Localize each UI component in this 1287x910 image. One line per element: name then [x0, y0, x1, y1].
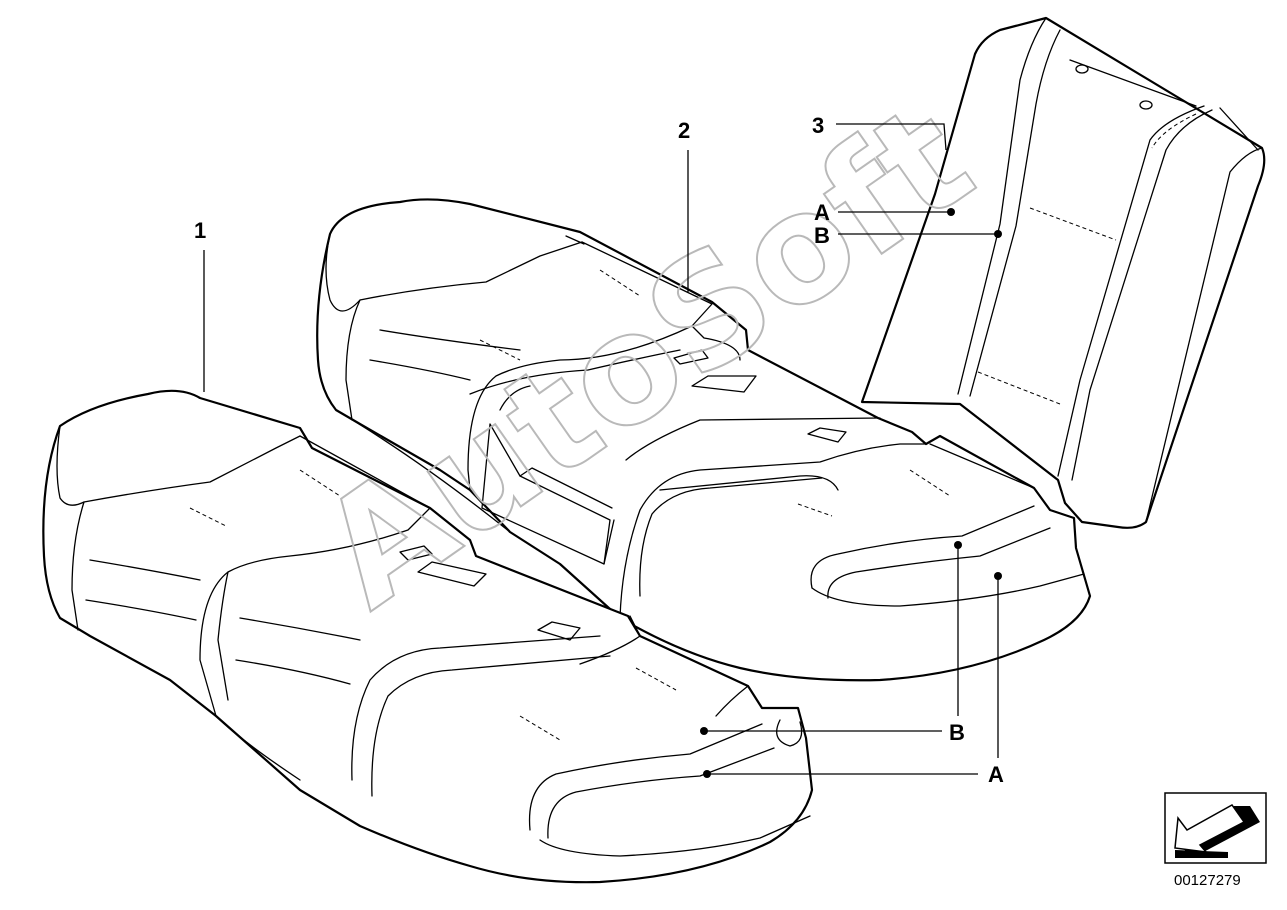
cushion1-a-point: [703, 770, 711, 778]
cushion2-b-point: [954, 541, 962, 549]
backrest-b-point: [994, 230, 1002, 238]
backrest-a-point: [947, 208, 955, 216]
callout-part2: 2: [678, 118, 690, 143]
leader-part3: [836, 123, 947, 151]
cushion-cover-middle: [316, 198, 1092, 682]
callout-part3: 3: [812, 113, 824, 138]
cushion1-b-point: [700, 727, 708, 735]
arrow-pointing-lower-left-icon: [1164, 792, 1267, 864]
leader-lines: [203, 123, 1002, 778]
cushion2-a-point: [994, 572, 1002, 580]
callout-labels: 1 2 3 A B B A: [194, 113, 1004, 787]
callout-cushion-a: A: [988, 762, 1004, 787]
callout-cushion-b: B: [949, 720, 965, 745]
callout-backrest-b: B: [814, 223, 830, 248]
cushion-cover-front: [42, 389, 814, 884]
callout-part1: 1: [194, 218, 206, 243]
callout-backrest-a: A: [814, 200, 830, 225]
diagram-number: 00127279: [1174, 872, 1241, 889]
backrest-cover: [860, 16, 1266, 529]
